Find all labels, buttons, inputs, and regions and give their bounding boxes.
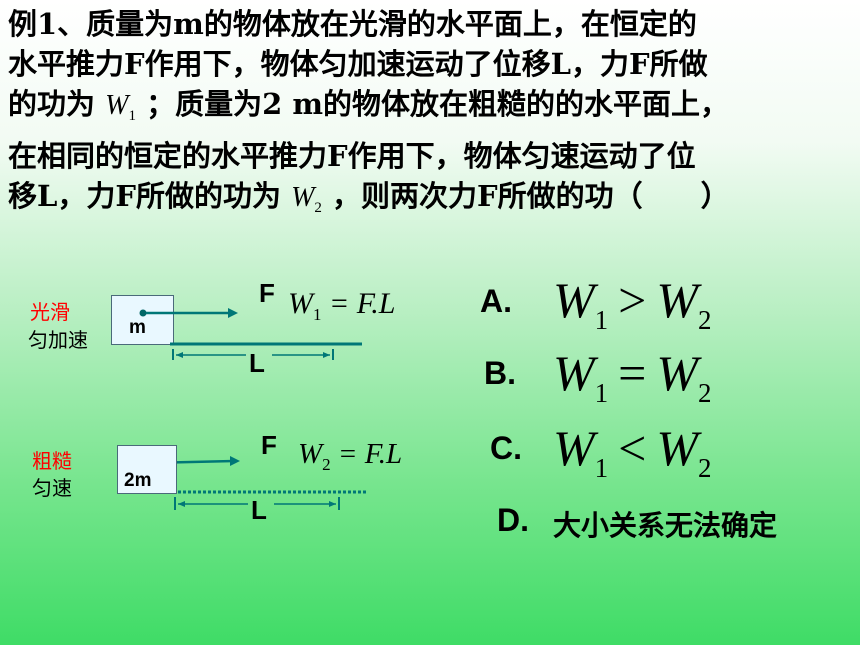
- block-m-label: m: [129, 317, 146, 338]
- surface-label-smooth: 光滑: [30, 300, 70, 324]
- option-d-text[interactable]: 大小关系无法确定: [553, 509, 778, 542]
- option-b-rsub: 2: [698, 378, 712, 408]
- w2-var: W: [291, 182, 315, 213]
- option-b-rhs: W: [656, 345, 699, 401]
- formula-w1-rhs: = F.L: [329, 287, 396, 320]
- option-b-op: =: [618, 345, 647, 401]
- option-c-lhs: W: [553, 420, 595, 476]
- option-a-letter[interactable]: A.: [480, 283, 512, 319]
- force-label-2: F: [261, 430, 277, 460]
- formula-w2-sub: 2: [322, 455, 331, 474]
- force-arrowhead-1: [228, 308, 238, 318]
- option-a-lhs: W: [553, 272, 595, 328]
- question-line-5-post: ，则两次力F所做的功（ ）: [332, 179, 730, 213]
- option-c-rsub: 2: [698, 453, 712, 483]
- question-line-3-pre: 的功为: [8, 87, 96, 121]
- motion-label-uniform: 匀速: [32, 476, 72, 500]
- option-c-lsub: 1: [594, 453, 609, 483]
- option-a-op: >: [618, 272, 647, 328]
- w2-symbol: W2: [291, 182, 322, 216]
- option-a-rhs: W: [656, 272, 699, 328]
- disp-arrowhead-left-1: [176, 352, 183, 358]
- option-c-expression[interactable]: W1<W2: [553, 423, 712, 493]
- w1-sub: 1: [128, 108, 136, 124]
- force-arrowhead-2: [230, 456, 240, 466]
- question-line-1: 例1、质量为m的物体放在光滑的水平面上，在恒定的: [8, 7, 697, 41]
- formula-w1-sub: 1: [313, 305, 322, 324]
- option-a-expression[interactable]: W1>W2: [553, 275, 712, 345]
- w1-symbol: W1: [105, 90, 136, 124]
- option-c-op: <: [618, 420, 647, 476]
- w1-var: W: [105, 90, 129, 121]
- option-b-lhs: W: [553, 345, 595, 401]
- block-2m: [117, 445, 177, 494]
- question-line-4: 在相同的恒定的水平推力F作用下，物体匀速运动了位: [8, 139, 696, 173]
- option-a-rsub: 2: [698, 305, 712, 335]
- formula-w1: W1 = F.L: [288, 287, 395, 325]
- option-c-letter[interactable]: C.: [490, 430, 522, 466]
- option-d-letter[interactable]: D.: [497, 502, 529, 538]
- option-b-expression[interactable]: W1=W2: [553, 348, 712, 418]
- question-line-5: 移L，力F所做的功为 W2 ，则两次力F所做的功（ ）: [8, 176, 856, 228]
- formula-w2-lhs: W: [298, 438, 323, 470]
- question-line-3: 的功为 W1 ；质量为2 m的物体放在粗糙的的水平面上，: [8, 84, 856, 136]
- block-m: [111, 295, 174, 345]
- option-c-rhs: W: [656, 420, 699, 476]
- w2-sub: 2: [314, 200, 322, 216]
- surface-label-rough: 粗糙: [32, 449, 72, 473]
- option-b-letter[interactable]: B.: [484, 355, 516, 391]
- disp-arrowhead-left-2: [178, 501, 185, 507]
- disp-arrowhead-right-2: [329, 501, 336, 507]
- question-line-2: 水平推力F作用下，物体匀加速运动了位移L，力F所做: [8, 47, 708, 81]
- question-line-5-pre: 移L，力F所做的功为: [8, 179, 281, 213]
- formula-w2-rhs: = F.L: [337, 438, 403, 470]
- force-label-1: F: [259, 278, 275, 308]
- displacement-label-1: L: [249, 348, 265, 378]
- diagram-1-graphics: [139, 308, 362, 360]
- formula-w1-lhs: W: [288, 287, 313, 320]
- option-b-lsub: 1: [594, 378, 609, 408]
- block-2m-label: 2m: [124, 470, 152, 491]
- question-line-3-post: ；质量为2 m的物体放在粗糙的的水平面上，: [146, 87, 730, 121]
- question-text: 例1、质量为m的物体放在光滑的水平面上，在恒定的 水平推力F作用下，物体匀加速运…: [8, 4, 856, 228]
- disp-arrowhead-right-1: [323, 352, 330, 358]
- force-origin-dot-1: [139, 309, 147, 317]
- formula-w2: W2 = F.L: [298, 438, 402, 475]
- option-a-lsub: 1: [594, 305, 609, 335]
- displacement-label-2: L: [251, 495, 267, 525]
- motion-label-accelerate: 匀加速: [28, 328, 88, 352]
